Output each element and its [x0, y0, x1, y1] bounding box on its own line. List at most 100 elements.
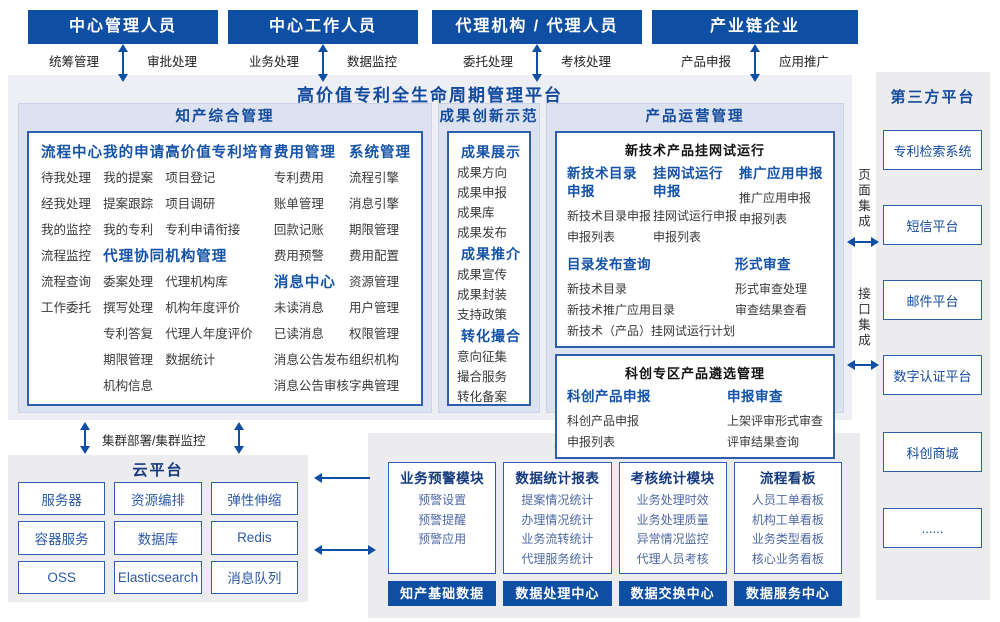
db-module-item: 预警提醒 — [418, 512, 467, 527]
actor-group: 中心工作人员业务处理数据监控 — [228, 10, 418, 82]
module-item: 成果库 — [457, 206, 495, 220]
actor-label: 应用推广 — [779, 55, 830, 69]
module-item: 我的监控 — [41, 223, 92, 237]
actor-sync-arrow — [117, 43, 129, 82]
actor-label: 委托处理 — [462, 55, 513, 69]
db-module-box: 考核统计模块业务处理时效业务处理质量异常情况监控代理人员考核 — [618, 462, 727, 574]
module-group-header: 高价值专利培育 — [165, 145, 274, 161]
panel-product-ops-title: 产品运营管理 — [645, 109, 745, 125]
db-column: 考核统计模块业务处理时效业务处理质量异常情况监控代理人员考核数据交换中心 — [618, 462, 727, 606]
third-party-panel: 第三方平台 专利检索系统短信平台邮件平台数字认证平台科创商城...... — [876, 72, 990, 600]
module-group-header: 推广应用申报 — [739, 166, 823, 181]
cloud-service-box: 资源编排 — [114, 482, 202, 516]
module-item: 数据统计 — [165, 353, 216, 367]
module-group-header: 我的申请 — [103, 145, 166, 161]
db-module-item: 业务流转统计 — [521, 532, 594, 546]
third-party-box: 短信平台 — [883, 205, 982, 245]
cloud-db-sync-arrow-icon — [314, 545, 376, 555]
module-item: 审查结果查看 — [735, 303, 808, 317]
module-item: 申报列表 — [739, 212, 788, 226]
module-column: 高价值专利培育项目登记项目调研专利申请衔接机构管理代理机构库机构年度评价代理人年… — [165, 143, 274, 404]
product-column: 推广应用申报推广应用申报申报列表 — [739, 165, 823, 248]
product-subbox-title: 科创专区产品遴选管理 — [624, 366, 765, 381]
actor-header: 产业链企业 — [652, 10, 858, 44]
ip-database-columns: 业务预警模块预警设置预警提醒预警应用知产基础数据数据统计报表提案情况统计办理情况… — [388, 462, 842, 606]
db-module-item: 预警设置 — [418, 493, 467, 507]
updown-arrow-icon — [750, 43, 760, 82]
module-item: 专利答复 — [103, 327, 154, 341]
module-item: 费用配置 — [348, 249, 399, 263]
third-party-box: 科创商城 — [883, 432, 982, 472]
module-item: 提案跟踪 — [103, 197, 154, 211]
panel-achievement-title: 成果创新示范 — [439, 109, 539, 125]
ip-database-panel: 知产基础数据库 业务预警模块预警设置预警提醒预警应用知产基础数据数据统计报表提案… — [368, 433, 860, 618]
module-item: 我的专利 — [103, 223, 154, 237]
product-subbox: 新技术产品挂网试运行新技术目录 申报新技术目录申报申报列表挂网试运行 申报挂网试… — [555, 131, 835, 348]
module-item: 转化备案 — [457, 390, 508, 404]
db-column: 流程看板人员工单看板机构工单看板业务类型看板核心业务看板数据服务中心 — [733, 462, 842, 606]
panel-achievement: 成果创新示范 成果展示成果方向成果申报成果库成果发布成果推介成果宣传成果封装支持… — [438, 103, 540, 413]
platform-title: 高价值专利全生命周期管理平台 — [297, 86, 563, 105]
third-party-title: 第三方平台 — [890, 89, 976, 106]
actor-label: 统筹管理 — [48, 55, 99, 69]
actor-group: 产业链企业产品申报 应用推广 — [652, 10, 858, 82]
db-module-header: 流程看板 — [759, 471, 816, 486]
db-module-item: 预警应用 — [418, 532, 467, 546]
actor-label: 产品申报 — [680, 55, 731, 69]
db-footer-bar: 数据交换中心 — [618, 581, 727, 606]
module-item: 上架评审形式审查 — [726, 414, 823, 428]
module-item: 科创产品申报 — [567, 414, 640, 428]
module-group-header: 成果推介 — [461, 246, 521, 262]
product-subbox: 科创专区产品遴选管理科创产品申报科创产品申报申报列表申报审查上架评审形式审查评审… — [555, 354, 835, 459]
module-item: 经我处理 — [41, 197, 92, 211]
actor-sync-arrow — [531, 43, 543, 82]
actor-labels: 统筹管理审批处理 — [28, 43, 218, 82]
product-columns: 新技术目录 申报新技术目录申报申报列表挂网试运行 申报挂网试运行申报申报列表推广… — [567, 165, 823, 248]
db-column: 业务预警模块预警设置预警提醒预警应用知产基础数据 — [388, 462, 497, 606]
module-item: 项目登记 — [165, 171, 216, 185]
module-item: 待我处理 — [41, 171, 92, 185]
module-item: 权限管理 — [348, 327, 399, 341]
module-item: 成果申报 — [457, 186, 508, 200]
cloud-service-box: 服务器 — [18, 482, 106, 516]
product-section-items: 新技术目录新技术推广应用目录新技术（产品）挂网试运行计划 — [567, 279, 735, 342]
module-item: 新技术推广应用目录 — [567, 303, 676, 317]
db-module-item: 提案情况统计 — [521, 493, 594, 507]
actor-header: 代理机构 / 代理人员 — [432, 10, 642, 44]
db-footer-bar: 数据处理中心 — [503, 581, 612, 606]
module-column: 流程中心待我处理经我处理我的监控流程监控流程查询工作委托 — [41, 143, 103, 404]
third-party-box: 邮件平台 — [883, 280, 982, 320]
module-group-header: 科创产品申报 — [567, 389, 651, 404]
actor-label: 数据监控 — [347, 55, 398, 69]
module-item: 未读消息 — [273, 301, 324, 315]
panel-achievement-box: 成果展示成果方向成果申报成果库成果发布成果推介成果宣传成果封装支持政策转化撮合意… — [447, 131, 531, 406]
product-column: 挂网试运行 申报挂网试运行申报申报列表 — [653, 165, 737, 248]
module-group-header: 代理协同 — [103, 249, 166, 265]
db-module-box: 流程看板人员工单看板机构工单看板业务类型看板核心业务看板 — [733, 462, 842, 574]
panel-ip-mgmt: 知产综合管理 流程中心待我处理经我处理我的监控流程监控流程查询工作委托我的申请我… — [18, 103, 432, 413]
cloud-service-box: Elasticsearch — [114, 560, 202, 594]
module-item: 回款记账 — [273, 223, 324, 237]
module-group-header: 申报审查 — [726, 389, 783, 404]
module-item: 项目调研 — [165, 197, 216, 211]
updown-arrow-icon — [318, 43, 328, 82]
cluster-label: 集群部署/集群监控 — [102, 434, 206, 448]
db-module-item: 代理服务统计 — [521, 551, 594, 566]
module-column: 费用管理专利费用账单管理回款记账费用预警消息中心未读消息已读消息消息公告发布消息… — [274, 143, 349, 404]
module-item: 申报列表 — [653, 230, 702, 244]
module-item: 工作委托 — [41, 301, 92, 315]
module-item: 成果宣传 — [457, 268, 508, 282]
db-footer-bar: 知产基础数据 — [388, 581, 497, 606]
module-item: 已读消息 — [273, 327, 324, 341]
module-item: 挂网试运行申报 — [653, 209, 738, 223]
module-item: 资源管理 — [348, 275, 399, 289]
module-item: 流程查询 — [41, 275, 92, 289]
product-subbox-title: 新技术产品挂网试运行 — [624, 143, 765, 158]
cloud-service-box: 消息队列 — [210, 560, 298, 594]
module-item: 组织机构 — [348, 353, 399, 367]
db-footer-bar: 数据服务中心 — [733, 581, 842, 606]
actor-group: 中心管理人员统筹管理审批处理 — [28, 10, 218, 82]
module-group-header: 消息中心 — [273, 275, 336, 291]
actor-label: 考核处理 — [561, 55, 612, 69]
